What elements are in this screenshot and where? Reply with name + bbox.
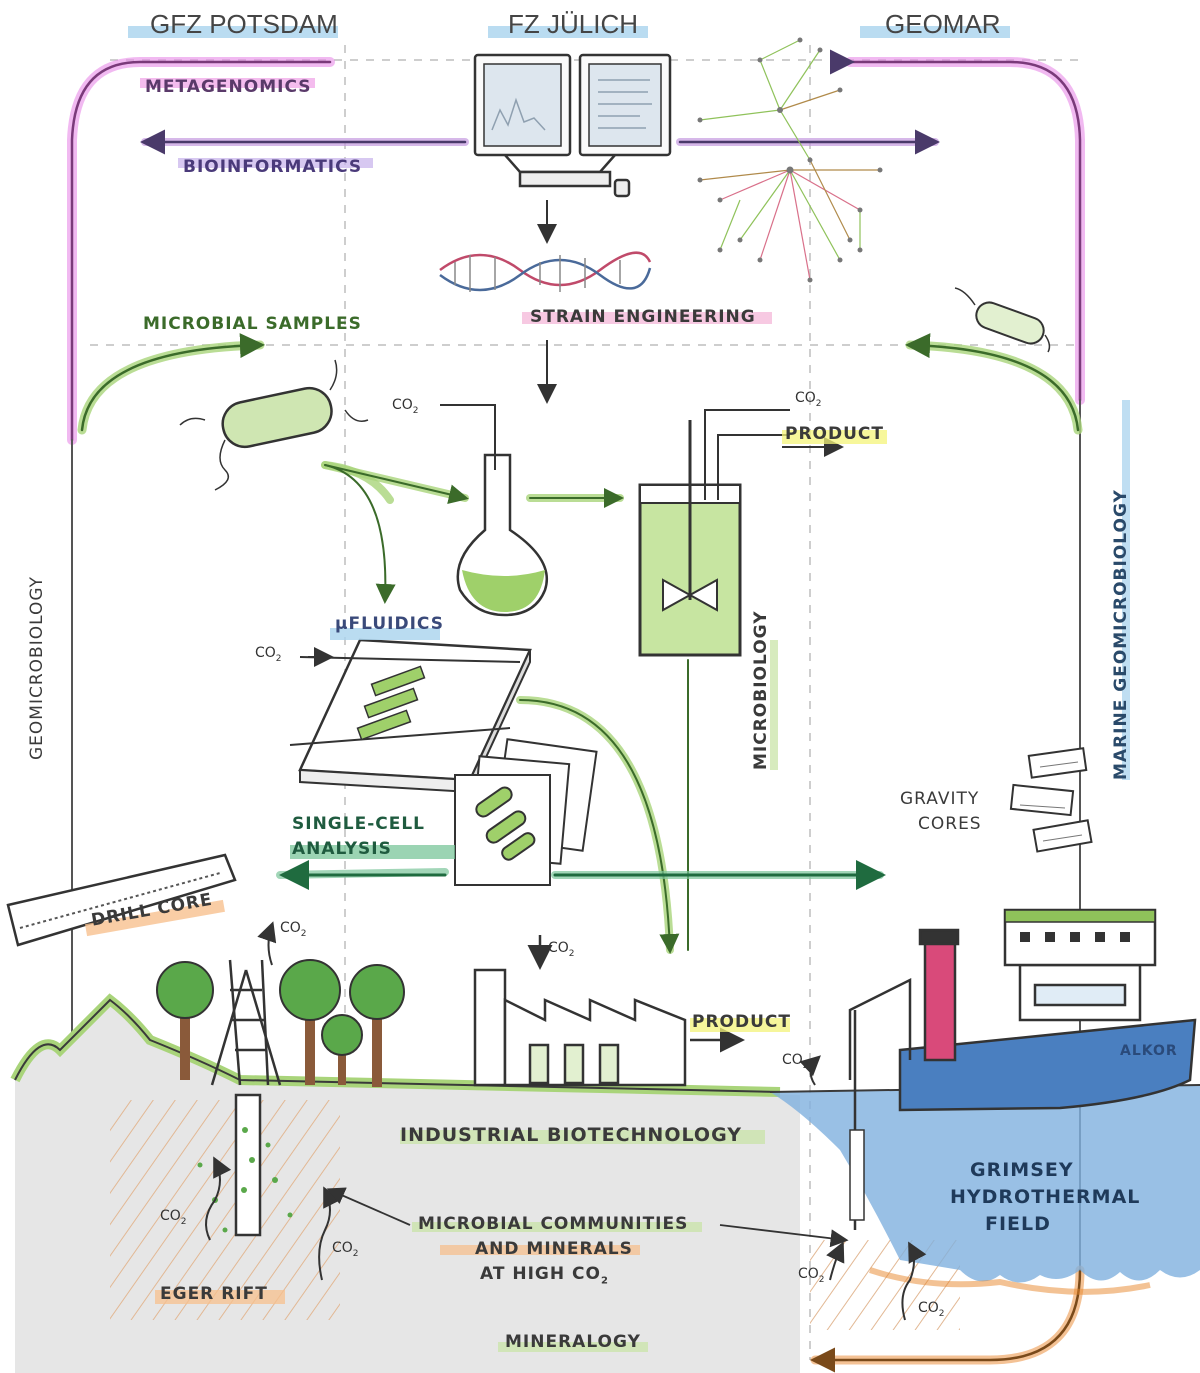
co2-label-rift-right: CO2	[332, 1240, 359, 1259]
label-industrial-biotechnology: INDUSTRIAL BIOTECHNOLOGY	[400, 1124, 742, 1146]
label-mineralogy: MINERALOGY	[505, 1332, 641, 1352]
research-ship-icon	[848, 908, 1197, 1230]
co2-subscript: 2	[300, 928, 307, 939]
cell-image-cards-icon	[454, 738, 598, 886]
label-microbiology: MICROBIOLOGY	[751, 610, 771, 770]
co2-subscript: 2	[802, 1060, 809, 1071]
label-single-cell-line1: SINGLE-CELL	[292, 814, 426, 834]
co2-text: CO	[160, 1208, 181, 1224]
bioreactor-icon	[638, 409, 844, 657]
label-gravity-line2: CORES	[918, 814, 982, 834]
co2-text: CO	[782, 1052, 803, 1068]
co2-label-drill: CO2	[280, 920, 307, 939]
co2-label-sea-surface: CO2	[782, 1052, 809, 1071]
co2-subscript: 2	[180, 1216, 187, 1227]
co2-text: CO	[280, 920, 301, 936]
co2-label-rift-left: CO2	[160, 1208, 187, 1227]
dna-helix-icon	[439, 251, 652, 292]
highlight-gfz	[128, 26, 338, 38]
highlight-fz	[488, 26, 648, 38]
co2-subscript: 2	[818, 1274, 825, 1285]
label-microfluidics: µFLUIDICS	[335, 614, 444, 634]
bacterium-icon-left	[179, 359, 369, 491]
label-microbial-communities-line3: AT HIGH CO2	[480, 1264, 609, 1287]
co2-subscript: 2	[275, 653, 282, 664]
co2-text: CO	[392, 397, 413, 413]
gravity-cores-icon	[1009, 747, 1093, 853]
network-graph-icon	[697, 37, 883, 283]
bacterium-icon-right	[954, 287, 1051, 353]
institution-gfz-potsdam: GFZ POTSDAM	[150, 9, 338, 39]
label-product-factory: PRODUCT	[692, 1012, 791, 1032]
label-highlights	[140, 78, 1130, 1352]
co2-text: CO	[798, 1266, 819, 1282]
factory-icon	[473, 935, 745, 1087]
single-cell-arrow	[276, 860, 886, 890]
label-microbial-samples: MICROBIAL SAMPLES	[143, 314, 362, 334]
label-grimsey-line1: GRIMSEY	[970, 1159, 1074, 1181]
co2-label-bioreactor: CO2	[795, 390, 822, 409]
computer-monitors-icon	[473, 53, 672, 198]
microbial-samples-loop	[77, 333, 1083, 435]
trees-icon	[156, 959, 405, 1087]
label-high-co2-subscript: 2	[600, 1275, 609, 1287]
process-arrows	[321, 461, 689, 954]
label-geomicrobiology: GEOMICROBIOLOGY	[27, 575, 47, 760]
co2-subscript: 2	[412, 405, 419, 416]
co2-label-flask: CO2	[392, 397, 419, 416]
institution-fz-juelich: FZ JÜLICH	[508, 9, 638, 39]
co2-subscript: 2	[352, 1248, 359, 1259]
co2-subscript: 2	[938, 1308, 945, 1319]
label-ship-name: ALKOR	[1120, 1043, 1178, 1059]
label-microbial-communities-line1: MICROBIAL COMMUNITIES	[418, 1214, 689, 1234]
co2-label-factory: CO2	[548, 940, 575, 959]
label-product-bioreactor: PRODUCT	[785, 424, 884, 444]
land-terrain	[10, 993, 960, 1373]
label-microbial-communities-line2: AND MINERALS	[475, 1239, 633, 1259]
institution-geomar: GEOMAR	[885, 9, 1001, 39]
co2-label-seafloor-right: CO2	[918, 1300, 945, 1319]
co2-text: CO	[795, 390, 816, 406]
label-marine-geomicrobiology: MARINE GEOMICROBIOLOGY	[1111, 489, 1131, 780]
flask-icon	[440, 404, 548, 617]
label-grimsey-line3: FIELD	[985, 1213, 1051, 1235]
label-high-co2-text: AT HIGH CO	[480, 1264, 601, 1284]
microfluidics-chip-icon	[289, 628, 532, 794]
label-grimsey-line2: HYDROTHERMAL	[950, 1186, 1141, 1208]
co2-label-seafloor-left: CO2	[798, 1266, 825, 1285]
co2-subscript: 2	[815, 398, 822, 409]
co2-text: CO	[332, 1240, 353, 1256]
highlight-geomar	[860, 26, 1010, 38]
co2-subscript: 2	[568, 948, 575, 959]
label-bioinformatics: BIOINFORMATICS	[183, 157, 363, 177]
label-metagenomics: METAGENOMICS	[145, 77, 312, 97]
co2-text: CO	[918, 1300, 939, 1316]
drill-core-icon	[6, 853, 237, 947]
label-eger-rift: EGER RIFT	[160, 1284, 268, 1304]
label-gravity-line1: GRAVITY	[900, 789, 980, 809]
co2-text: CO	[548, 940, 569, 956]
co2-text: CO	[255, 645, 276, 661]
co2-label-chip: CO2	[255, 645, 282, 664]
label-single-cell-line2: ANALYSIS	[292, 839, 392, 859]
microbial-communities-pointers	[326, 1187, 849, 1248]
label-strain-engineering: STRAIN ENGINEERING	[530, 307, 756, 327]
